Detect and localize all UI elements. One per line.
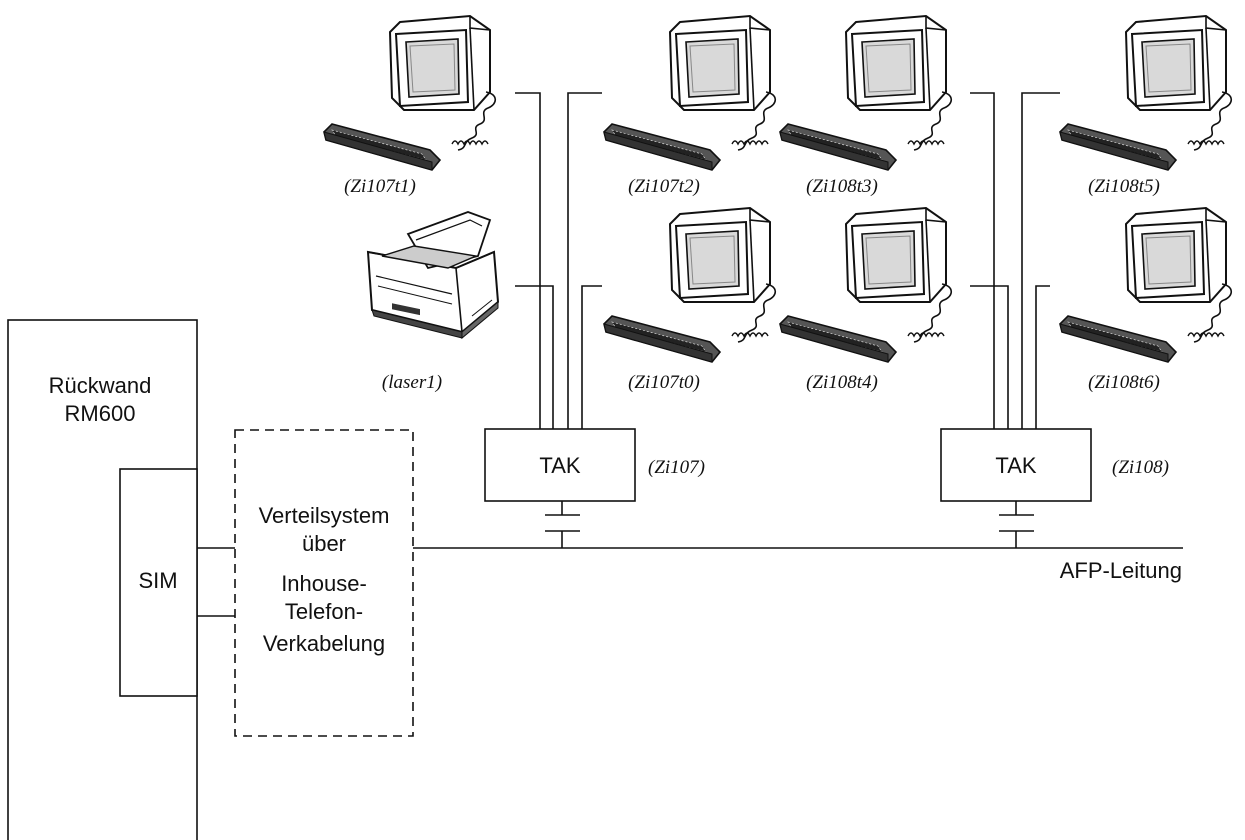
- computer-terminal-icon: [779, 207, 953, 363]
- computer-terminal-icon: [1059, 15, 1233, 171]
- laser-printer-icon: [367, 211, 499, 339]
- distribution-line1: Verteilsystem: [259, 503, 390, 528]
- rack-label-line1: Rückwand: [49, 373, 152, 398]
- sim-module: [119, 468, 198, 697]
- device-label-laser1: (laser1): [382, 372, 442, 393]
- tak-left-label: TAK: [539, 453, 580, 478]
- rack-label-line2: RM600: [65, 401, 136, 426]
- computer-terminal-icon: [603, 15, 777, 171]
- distribution-line3: Inhouse-: [281, 571, 367, 596]
- device-label-zi108t3: (Zi108t3): [806, 176, 878, 197]
- device-label-zi108t5: (Zi108t5): [1088, 176, 1160, 197]
- device-label-zi107t2: (Zi107t2): [628, 176, 700, 197]
- tak-left-feeder-lines: [515, 92, 602, 429]
- tak-right-id: (Zi108): [1112, 457, 1169, 478]
- distribution-system-box: [234, 429, 414, 737]
- tak-left-box: [484, 428, 636, 502]
- tak-left-coupler: [545, 501, 580, 548]
- tak-right-feeder-lines: [970, 92, 1060, 429]
- computer-terminal-icon: [603, 207, 777, 363]
- device-label-zi107t0: (Zi107t0): [628, 372, 700, 393]
- sim-label: SIM: [138, 568, 177, 593]
- tak-right-coupler: [999, 501, 1034, 548]
- device-label-zi108t4: (Zi108t4): [806, 372, 878, 393]
- tak-right-label: TAK: [995, 453, 1036, 478]
- computer-terminal-icon: [779, 15, 953, 171]
- afp-bus-label: AFP-Leitung: [1060, 558, 1182, 583]
- distribution-line4: Telefon-: [285, 599, 363, 624]
- distribution-line2: über: [302, 531, 346, 556]
- device-label-zi107t1: (Zi107t1): [344, 176, 416, 197]
- computer-terminal-icon: [323, 15, 497, 171]
- distribution-line5: Verkabelung: [263, 631, 385, 656]
- tak-left-id: (Zi107): [648, 457, 705, 478]
- tak-right-box: [940, 428, 1092, 502]
- device-label-zi108t6: (Zi108t6): [1088, 372, 1160, 393]
- computer-terminal-icon: [1059, 207, 1233, 363]
